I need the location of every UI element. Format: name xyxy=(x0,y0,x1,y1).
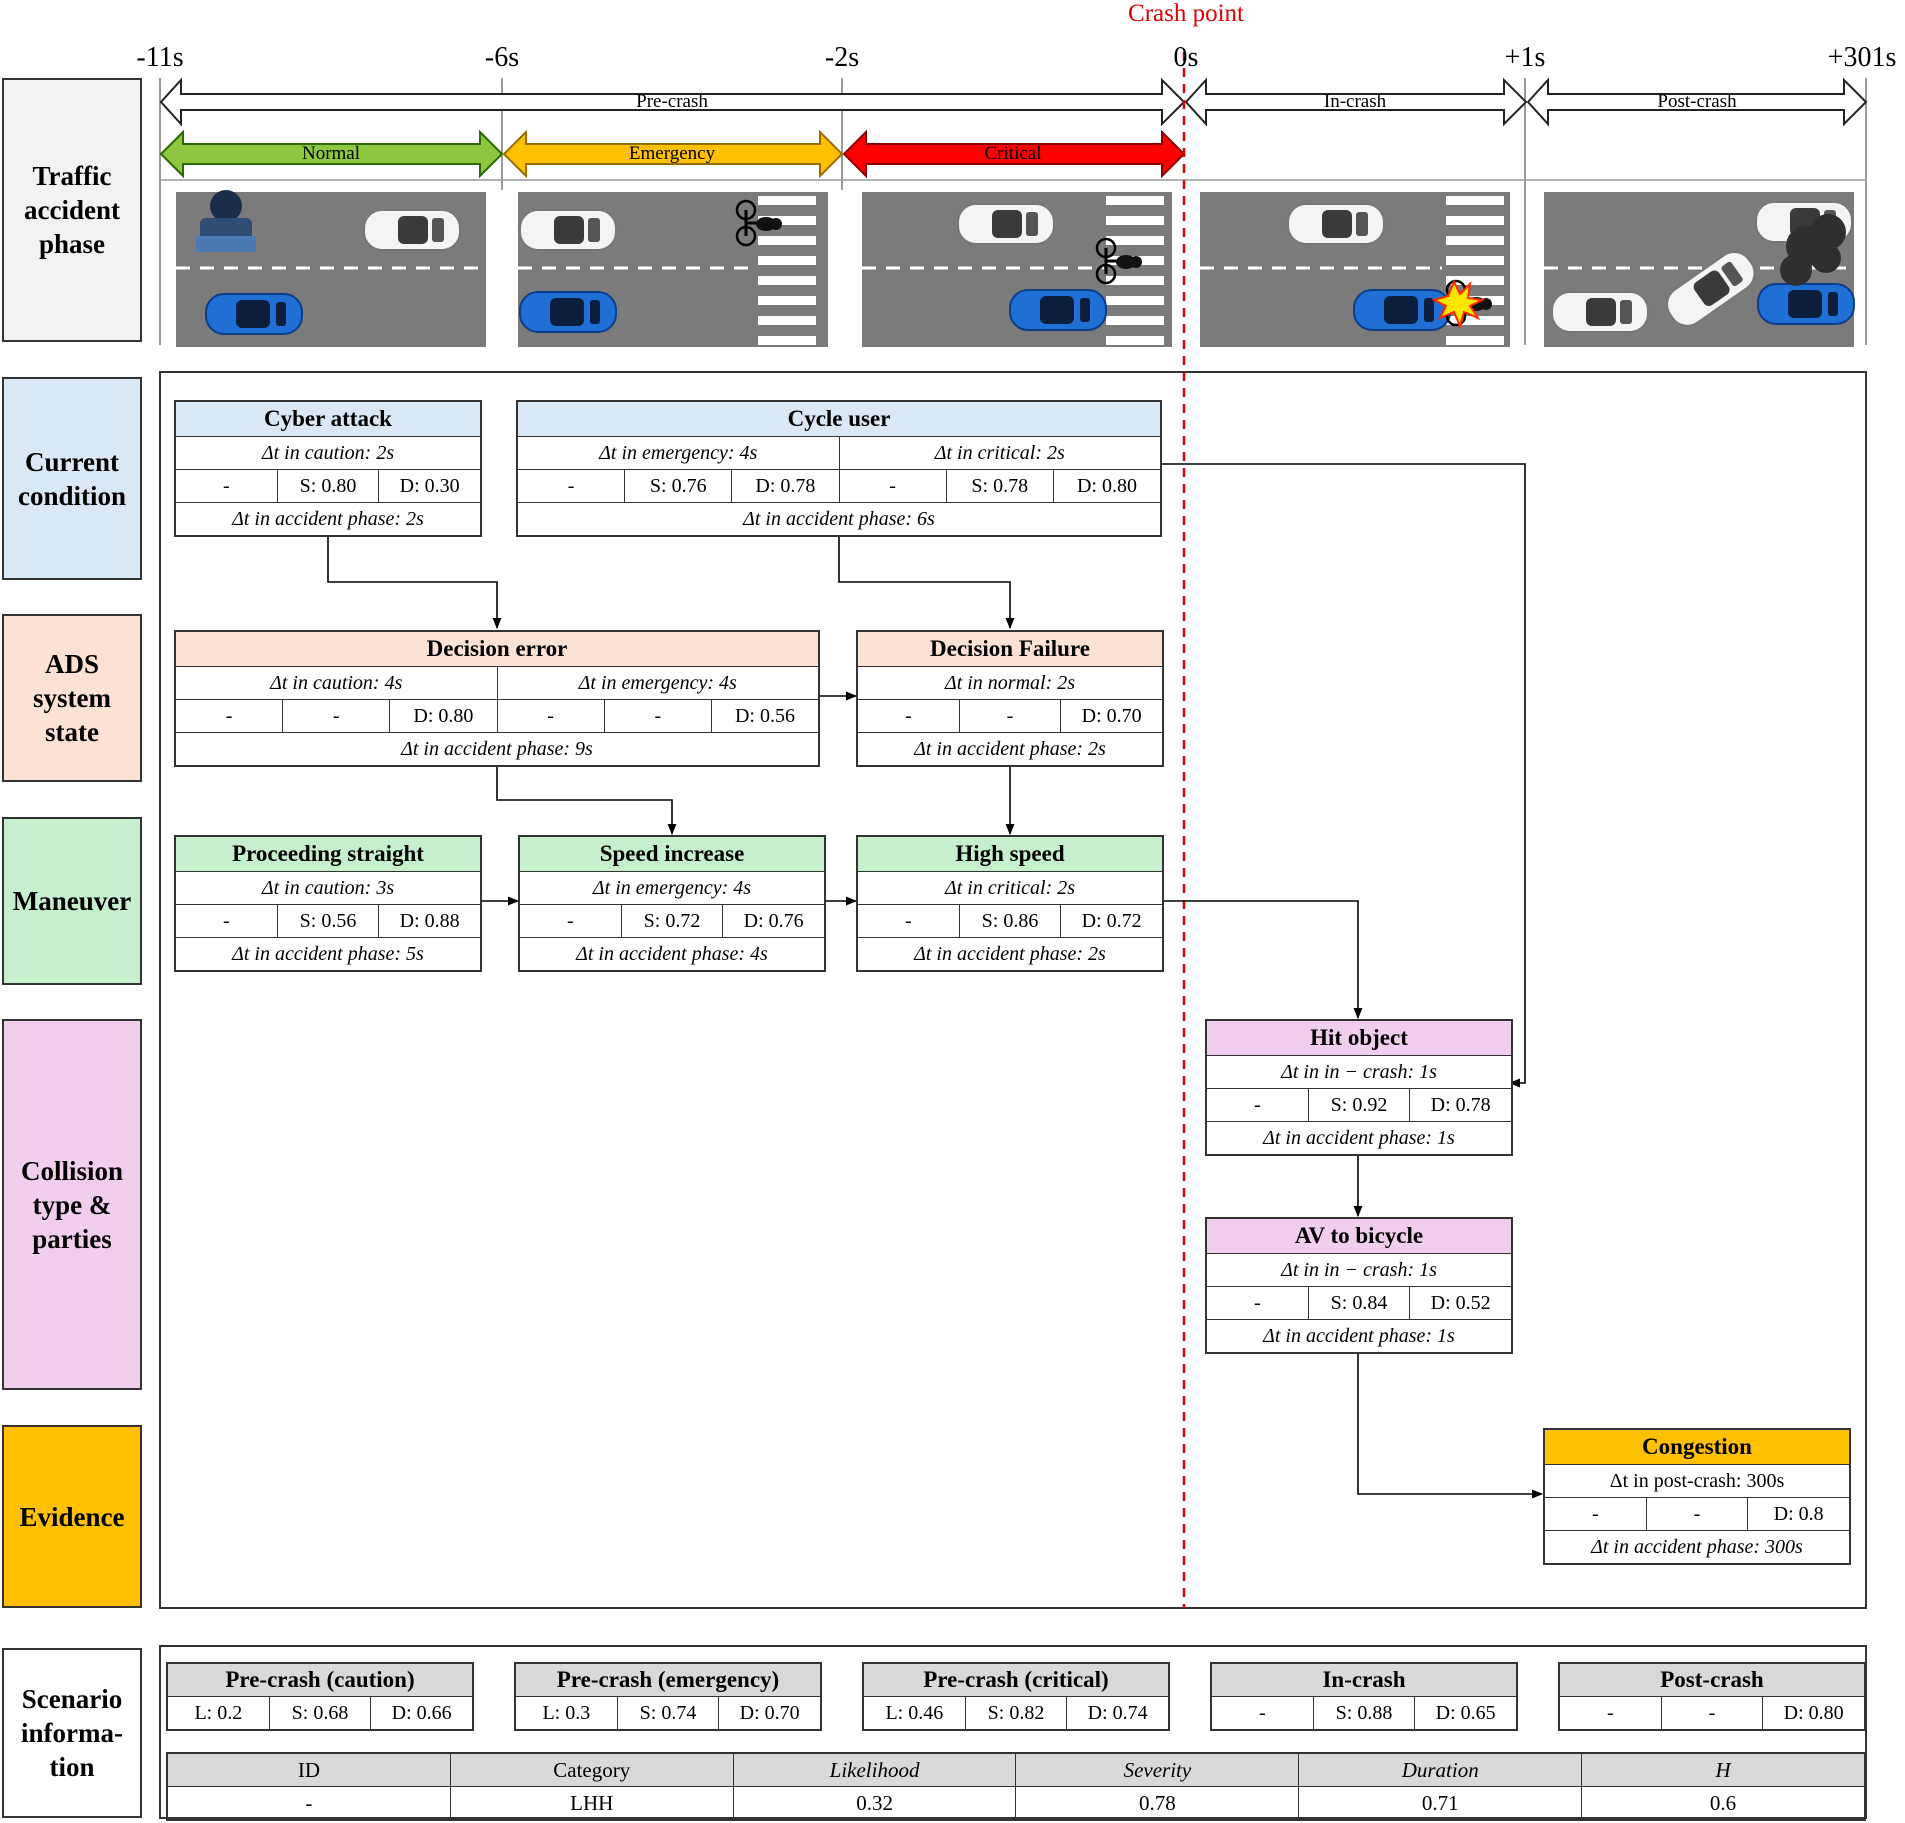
summary-header: H xyxy=(1715,1758,1731,1782)
phase-critical: Critical xyxy=(984,143,1042,164)
tick-label: +1s xyxy=(1504,42,1546,73)
summary-header: Duration xyxy=(1299,1754,1583,1786)
node-title: Cycle user xyxy=(518,402,1160,437)
node-title: Hit object xyxy=(1207,1021,1511,1056)
scenario-post-crash: Post-crash --D: 0.80 xyxy=(1558,1662,1866,1731)
phase-normal: Normal xyxy=(301,143,361,164)
post-crash-arrow xyxy=(1526,77,1868,127)
node-title: Cyber attack xyxy=(176,402,480,437)
hacker-icon xyxy=(196,190,256,252)
node-decision-failure: Decision Failure Δt in normal: 2s --D: 0… xyxy=(856,630,1164,767)
phase-in-crash: In-crash xyxy=(1323,91,1387,112)
summary-cell: LHH xyxy=(451,1787,734,1819)
phase-post-crash: Post-crash xyxy=(1657,91,1737,112)
scene-normal xyxy=(176,190,486,347)
node-title: Congestion xyxy=(1545,1430,1849,1465)
scene-emergency xyxy=(518,192,828,347)
node-acc: Δt in accident phase: 2s xyxy=(232,508,424,530)
emergency-arrow xyxy=(502,129,844,179)
tick-label: -2s xyxy=(824,42,860,73)
node-title: Proceeding straight xyxy=(176,837,480,872)
node-speed-increase: Speed increase Δt in emergency: 4s -S: 0… xyxy=(518,835,826,972)
node-av-to-bicycle: AV to bicycle Δt in in − crash: 1s -S: 0… xyxy=(1205,1217,1513,1354)
node-congestion: Congestion Δt in post-crash: 300s --D: 0… xyxy=(1543,1428,1851,1565)
smoke-icon xyxy=(1780,214,1846,286)
node-title: High speed xyxy=(858,837,1162,872)
phase-pre-crash: Pre-crash xyxy=(636,91,708,112)
tick-label: -11s xyxy=(136,42,184,73)
node-title: Decision error xyxy=(176,632,818,667)
summary-cell: 0.6 xyxy=(1709,1791,1737,1815)
scene-in-crash xyxy=(1200,192,1510,347)
tick-label: 0s xyxy=(1173,42,1199,73)
in-crash-arrow xyxy=(1184,77,1528,127)
scenario-frame xyxy=(159,1645,1867,1819)
summary-cell: 0.71 xyxy=(1299,1787,1583,1819)
summary-header: Likelihood xyxy=(734,1754,1017,1786)
crash-point-label: Crash point xyxy=(1128,0,1244,27)
summary-header: Severity xyxy=(1016,1754,1300,1786)
main-frame xyxy=(159,371,1867,1609)
scene-critical xyxy=(862,192,1172,347)
row-label-collision: Collision type & parties xyxy=(2,1019,142,1390)
row-label-current: Current condition xyxy=(2,377,142,580)
row-label-maneuver: Maneuver xyxy=(2,817,142,985)
tick-label: +301s xyxy=(1827,42,1897,73)
node-title: AV to bicycle xyxy=(1207,1219,1511,1254)
summary-header: Category xyxy=(451,1754,734,1786)
node-dt: Δt in caution: 2s xyxy=(261,442,395,464)
row-label-scenario: Scenario informa-tion xyxy=(2,1648,142,1818)
phase-emergency: Emergency xyxy=(628,143,716,164)
summary-cell: 0.32 xyxy=(734,1787,1017,1819)
row-label-traffic: Traffic accident phase xyxy=(2,78,142,342)
node-proceeding-straight: Proceeding straight Δt in caution: 3s -S… xyxy=(174,835,482,972)
normal-arrow xyxy=(159,129,504,179)
scene-post-crash xyxy=(1544,192,1855,347)
explosion-icon xyxy=(1431,279,1486,329)
node-title: Speed increase xyxy=(520,837,824,872)
summary-table: ID Category Likelihood Severity Duration… xyxy=(166,1752,1866,1821)
row-label-evidence: Evidence xyxy=(2,1425,142,1608)
row-label-ads: ADS system state xyxy=(2,614,142,782)
connectors xyxy=(327,463,1544,1499)
tick-label: -6s xyxy=(484,42,520,73)
phase-arrows xyxy=(159,77,1868,127)
node-hit-object: Hit object Δt in in − crash: 1s -S: 0.92… xyxy=(1205,1019,1513,1156)
node-title: Decision Failure xyxy=(858,632,1162,667)
summary-cell: 0.78 xyxy=(1016,1787,1300,1819)
summary-header: ID xyxy=(168,1754,451,1786)
summary-cell: - xyxy=(168,1787,451,1819)
